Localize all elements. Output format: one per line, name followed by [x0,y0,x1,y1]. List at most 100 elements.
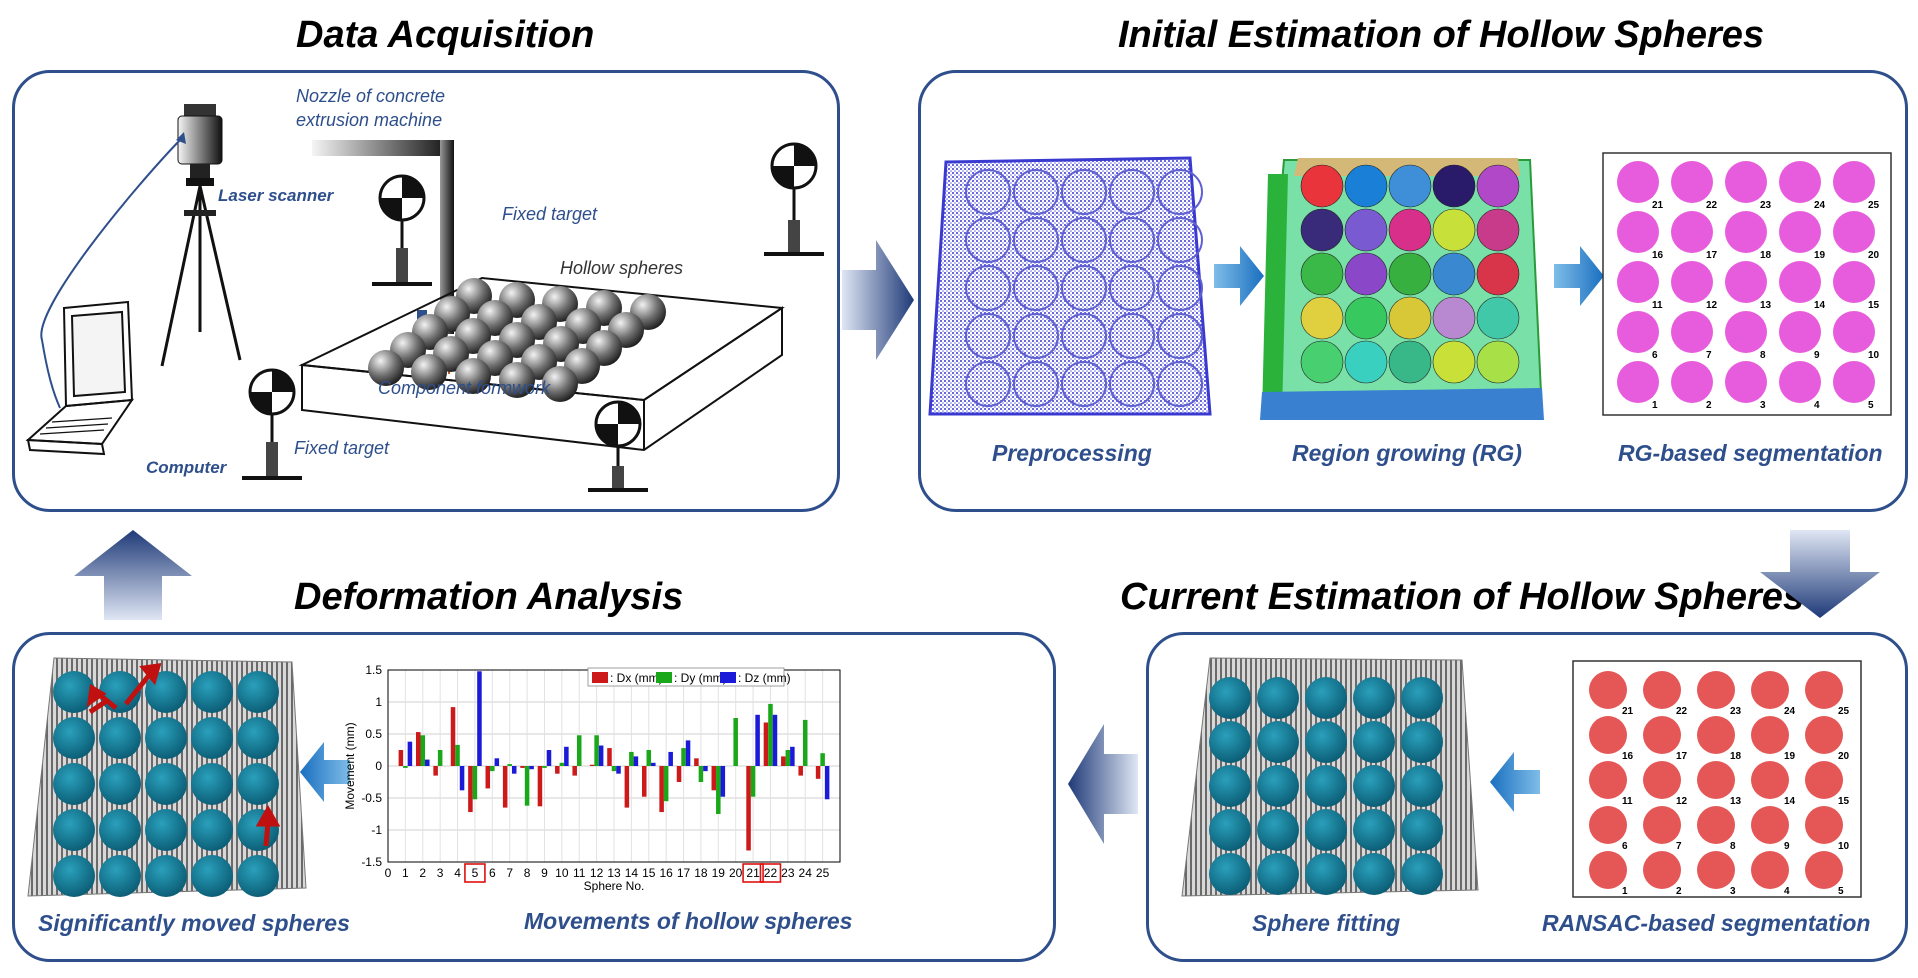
bar-dymm [576,735,582,766]
fitted-sphere [1209,809,1251,851]
y-axis-label: Movement (mm) [343,722,357,809]
segment-sphere [1476,296,1520,340]
sphere-outline [965,169,1011,215]
x-tick-label: 17 [677,866,691,880]
bar-dymm [420,735,426,766]
segment-sphere [1388,164,1432,208]
sphere-number: 25 [1838,706,1850,717]
sphere-outline [1013,313,1059,359]
segment-sphere [1833,361,1875,403]
bar-dymm [542,766,547,768]
sphere-outline [1061,361,1107,407]
segment-sphere [1617,311,1659,353]
fitted-sphere [145,763,187,805]
segment-sphere [1589,761,1627,799]
bar-dzmm [651,762,656,766]
sphere-number: 19 [1814,250,1826,261]
segment-sphere [1617,361,1659,403]
fitted-sphere [1401,809,1443,851]
bar-dymm [629,751,634,766]
sphere-number: 24 [1784,706,1796,717]
sphere-outline [965,265,1011,311]
bar-dxmm [520,766,525,768]
fitted-sphere [1401,677,1443,719]
fitted-sphere [1353,677,1395,719]
sphere-number: 9 [1814,350,1820,361]
fixed-target-icon-4 [588,400,648,492]
bar-dxmm [572,766,577,776]
bar-dzmm [772,714,778,766]
bar-dymm [733,718,738,766]
bar-dxmm [624,766,630,808]
segment-sphere [1697,806,1735,844]
segment-sphere [1476,340,1520,384]
flow-arrow-up [74,530,192,620]
segment-sphere [1300,252,1344,296]
step-arrow-1 [1214,246,1264,306]
bar-dymm [750,766,756,797]
bar-dymm [802,719,808,766]
sphere-outline [1013,361,1059,407]
y-tick-label: -1 [371,823,382,837]
x-tick-label: 0 [385,866,392,880]
fixed-target-icon-2 [764,142,824,256]
segment-sphere [1833,161,1875,203]
sphere-number: 17 [1676,751,1688,762]
sphere-number: 8 [1730,841,1736,852]
segment-sphere [1725,211,1767,253]
bar-dymm [559,762,565,766]
segment-sphere [1388,252,1432,296]
y-tick-label: 0.5 [365,727,382,741]
highlight-box [464,863,486,883]
fitted-sphere [1209,721,1251,763]
sphere-number: 16 [1652,250,1664,261]
bar-dymm [646,750,652,766]
label-fixed-target-top: Fixed target [502,204,598,224]
bar-dzmm [459,766,465,791]
fitted-sphere [1209,677,1251,719]
sphere-outline [1157,313,1203,359]
fitted-sphere [53,763,95,805]
sphere-number: 11 [1622,796,1633,807]
segment-sphere [1833,261,1875,303]
fitted-sphere [1401,853,1443,895]
bar-dymm [507,764,512,766]
fitted-sphere [1257,853,1299,895]
sphere-outline [1061,217,1107,263]
bar-dxmm [711,766,717,791]
fitted-sphere [145,809,187,851]
flow-arrow-left [1068,724,1138,844]
legend-swatch [592,672,608,683]
x-tick-label: 24 [799,866,813,880]
segment-sphere [1671,361,1713,403]
bar-dymm [768,703,773,766]
label-hollow-spheres: Hollow spheres [560,258,684,278]
sphere-outline [1157,361,1203,407]
segment-sphere [1432,208,1476,252]
legend-label: : Dx (mm) [610,671,663,685]
caption-region-growing: Region growing (RG) [1292,440,1522,466]
segment-sphere [1671,311,1713,353]
fitted-sphere [237,855,279,897]
step-arrow-3 [1490,752,1540,812]
bar-dxmm [450,707,456,766]
fitted-sphere [191,763,233,805]
x-tick-label: 19 [712,866,726,880]
sphere-number: 25 [1868,200,1880,211]
sphere-number: 18 [1730,751,1742,762]
segment-sphere [1344,252,1388,296]
sphere-number: 3 [1760,400,1766,411]
fitted-sphere [145,717,187,759]
bar-dxmm [798,766,803,776]
segment-sphere [1725,361,1767,403]
x-tick-label: 13 [607,866,621,880]
y-tick-label: -0.5 [361,791,382,805]
region-growing-image [1260,158,1544,420]
sphere-number: 21 [1652,200,1664,211]
segment-sphere [1476,208,1520,252]
bar-dxmm [485,766,491,789]
x-tick-label: 21 [746,866,760,880]
caption-sphere-fitting: Sphere fitting [1252,910,1401,936]
